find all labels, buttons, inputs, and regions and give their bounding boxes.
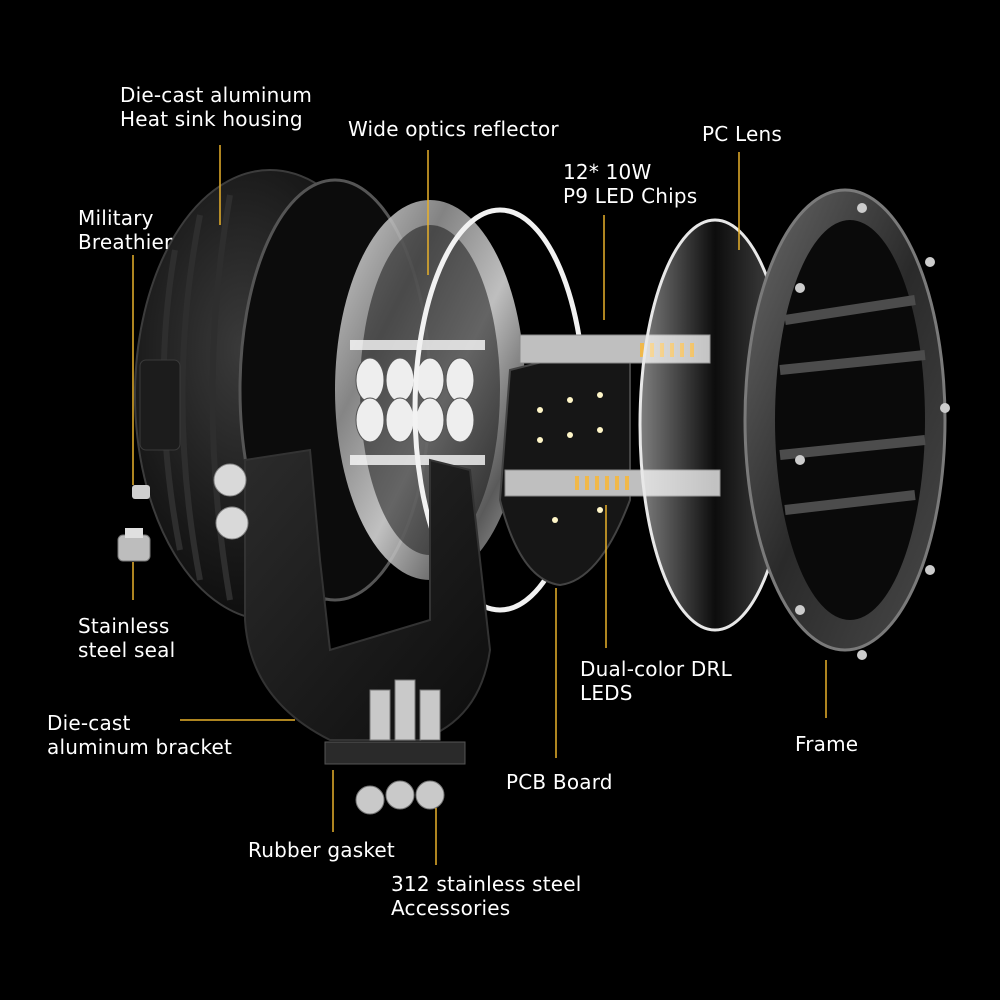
label-frame-line1: Frame	[795, 732, 859, 756]
frame	[743, 188, 950, 660]
leader-lines	[132, 145, 827, 865]
label-drl-leds-line1: Dual-color DRL	[580, 657, 732, 681]
label-heat-sink-line2: Heat sink housing	[120, 107, 303, 131]
mounting-hardware	[324, 679, 466, 815]
wide-optics-reflector	[335, 200, 525, 580]
label-gasket-line1: Rubber gasket	[248, 838, 395, 862]
label-breather-line1: Military	[78, 206, 154, 230]
label-pc-lens-line1: PC Lens	[702, 122, 782, 146]
label-bracket: Die-cast aluminum bracket	[47, 711, 232, 759]
die-cast-bracket	[213, 448, 492, 741]
label-led-chips-line2: P9 LED Chips	[563, 184, 698, 208]
label-gasket: Rubber gasket	[248, 838, 395, 862]
label-reflector: Wide optics reflector	[348, 117, 559, 141]
label-steel-seal-line2: steel seal	[78, 638, 176, 662]
label-bracket-line2: aluminum bracket	[47, 735, 233, 759]
label-heat-sink-housing: Die-cast aluminum Heat sink housing	[120, 83, 312, 131]
label-bracket-line1: Die-cast	[47, 711, 131, 735]
label-breather: Military Breathier	[78, 206, 172, 254]
label-drl-leds-line2: LEDS	[580, 681, 633, 705]
label-led-chips: 12* 10W P9 LED Chips	[563, 160, 697, 208]
label-led-chips-line1: 12* 10W	[563, 160, 652, 184]
stainless-steel-seal	[117, 528, 151, 562]
label-reflector-line1: Wide optics reflector	[348, 117, 559, 141]
label-breather-line2: Breathier	[78, 230, 173, 254]
label-pc-lens: PC Lens	[702, 122, 782, 146]
breather-valve	[132, 485, 150, 499]
label-frame: Frame	[795, 732, 858, 756]
label-accessories: 312 stainless steel Accessories	[391, 872, 582, 920]
label-steel-seal-line1: Stainless	[78, 614, 170, 638]
label-pcb-line1: PCB Board	[506, 770, 613, 794]
label-pcb: PCB Board	[506, 770, 613, 794]
label-drl-leds: Dual-color DRL LEDS	[580, 657, 732, 705]
label-accessories-line2: Accessories	[391, 896, 511, 920]
label-steel-seal: Stainless steel seal	[78, 614, 175, 662]
label-heat-sink-line1: Die-cast aluminum	[120, 83, 313, 107]
label-accessories-line1: 312 stainless steel	[391, 872, 582, 896]
